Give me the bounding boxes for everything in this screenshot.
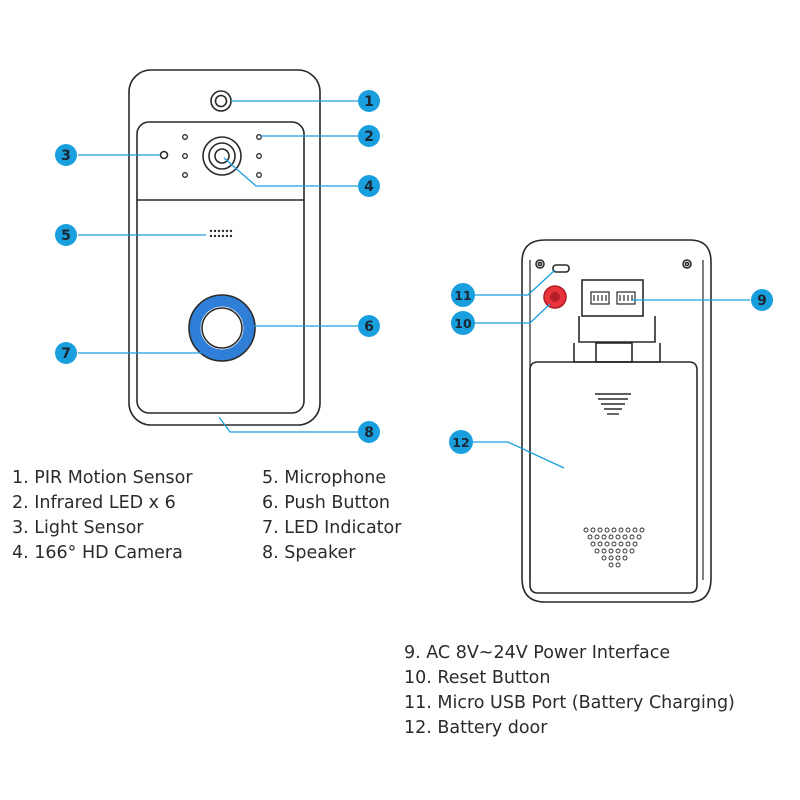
led-indicator-ring	[189, 295, 255, 361]
leader-line-10	[475, 303, 551, 324]
callout-9-label: 9	[757, 293, 767, 309]
callout-8-label: 8	[364, 425, 374, 441]
callout-3: 3	[55, 144, 77, 166]
callout-6: 6	[358, 315, 380, 337]
light-sensor	[159, 150, 169, 160]
callout-4: 4	[358, 175, 380, 197]
callout-1: 1	[358, 90, 380, 112]
callout-2-label: 2	[364, 129, 374, 145]
front-legend-left: 1. PIR Motion Sensor 2. Infrared LED x 6…	[12, 466, 252, 566]
leader-line-8	[218, 416, 358, 433]
push-button	[201, 307, 243, 349]
front-legend-right: 5. Microphone 6. Push Button 7. LED Indi…	[262, 466, 402, 566]
back-legend: 9. AC 8V~24V Power Interface 10. Reset B…	[404, 641, 794, 741]
callout-5-label: 5	[61, 228, 71, 244]
callout-11-label: 11	[454, 288, 471, 303]
callout-11: 11	[451, 283, 475, 307]
leader-lines	[78, 100, 750, 469]
micro-usb-port	[552, 264, 570, 273]
callout-7-label: 7	[61, 346, 71, 362]
legend-item-9: 9. AC 8V~24V Power Interface	[404, 643, 671, 663]
power-terminals	[590, 291, 636, 305]
leader-line-12	[473, 441, 565, 469]
camera-lens	[202, 136, 242, 176]
legend-item-11: 11. Micro USB Port (Battery Charging)	[404, 693, 735, 713]
callout-6-label: 6	[364, 319, 374, 335]
legend-item-2: 2. Infrared LED x 6	[12, 493, 176, 513]
screw-left	[535, 259, 545, 269]
legend-item-4: 4. 166° HD Camera	[12, 543, 183, 563]
legend-item-7: 7. LED Indicator	[262, 518, 402, 538]
leader-line-11	[475, 269, 556, 296]
pir-motion-sensor	[210, 90, 232, 112]
front-panel	[136, 121, 305, 414]
callout-7: 7	[55, 342, 77, 364]
callout-10: 10	[451, 311, 475, 335]
callout-9: 9	[751, 289, 773, 311]
front-view	[128, 69, 321, 426]
front-outer-body	[128, 69, 321, 426]
screw-right	[682, 259, 692, 269]
microphone-holes	[209, 229, 233, 238]
legend-item-8: 8. Speaker	[262, 543, 356, 563]
back-outer-body	[521, 239, 712, 603]
callout-3-label: 3	[61, 148, 71, 164]
callout-1-label: 1	[364, 94, 374, 110]
power-interface-block	[581, 279, 644, 317]
callout-8: 8	[358, 421, 380, 443]
callout-4-label: 4	[364, 179, 374, 195]
callout-2: 2	[358, 125, 380, 147]
legend-item-10: 10. Reset Button	[404, 668, 551, 688]
back-view	[521, 239, 712, 603]
callout-12: 12	[449, 430, 473, 454]
callout-10-label: 10	[454, 316, 472, 331]
battery-door-latch	[578, 316, 656, 343]
callout-12-label: 12	[452, 435, 469, 450]
speaker-holes	[583, 527, 645, 568]
legend-item-6: 6. Push Button	[262, 493, 390, 513]
legend-item-1: 1. PIR Motion Sensor	[12, 468, 193, 488]
legend-item-5: 5. Microphone	[262, 468, 387, 488]
callout-5: 5	[55, 224, 77, 246]
infrared-leds	[182, 134, 262, 178]
legend-item-12: 12. Battery door	[404, 718, 548, 738]
legend-item-3: 3. Light Sensor	[12, 518, 144, 538]
battery-door-grip	[595, 393, 631, 415]
battery-door	[529, 361, 698, 594]
leader-line-4	[223, 157, 358, 187]
